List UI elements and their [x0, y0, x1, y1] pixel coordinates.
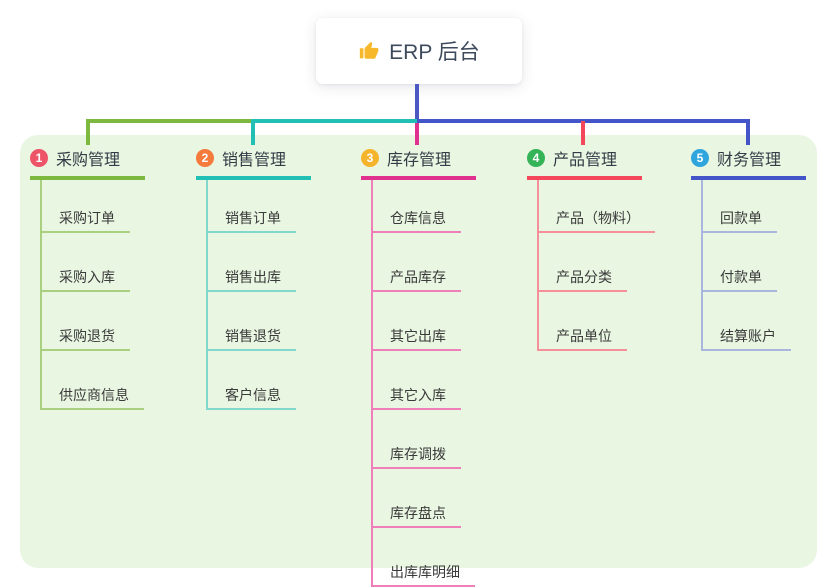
- branch-finance: 5 财务管理 回款单 付款单 结算账户: [691, 146, 806, 351]
- child-node[interactable]: 销售退货: [208, 292, 296, 351]
- child-label: 出库库明细: [390, 564, 460, 580]
- child-node[interactable]: 采购订单: [42, 180, 130, 233]
- child-node[interactable]: 产品（物料）: [539, 180, 655, 233]
- child-node[interactable]: 其它入库: [373, 351, 461, 410]
- branch-product: 4 产品管理 产品（物料） 产品分类 产品单位: [527, 146, 655, 351]
- branch-number-badge: 3: [361, 149, 379, 167]
- child-node[interactable]: 供应商信息: [42, 351, 144, 410]
- branch-number-badge: 2: [196, 149, 214, 167]
- child-label: 其它出库: [390, 328, 446, 344]
- child-label: 产品库存: [390, 269, 446, 285]
- child-node[interactable]: 产品单位: [539, 292, 627, 351]
- child-node[interactable]: 回款单: [703, 180, 777, 233]
- child-label: 付款单: [720, 269, 762, 285]
- child-node[interactable]: 销售出库: [208, 233, 296, 292]
- child-node[interactable]: 出库库明细: [373, 528, 475, 587]
- root-connector-line: [415, 84, 419, 123]
- child-label: 产品单位: [556, 328, 612, 344]
- child-label: 采购退货: [59, 328, 115, 344]
- child-label: 仓库信息: [390, 210, 446, 226]
- drop-line-sales: [251, 119, 255, 145]
- branch-label: 财务管理: [717, 152, 782, 169]
- branch-node-sales[interactable]: 2 销售管理: [196, 146, 311, 180]
- child-node[interactable]: 产品分类: [539, 233, 627, 292]
- child-label: 库存调拨: [390, 446, 446, 462]
- child-node[interactable]: 结算账户: [703, 292, 791, 351]
- child-node[interactable]: 采购退货: [42, 292, 130, 351]
- child-label: 采购入库: [59, 269, 115, 285]
- branch-number-badge: 5: [691, 149, 709, 167]
- branch-children: 产品（物料） 产品分类 产品单位: [537, 180, 655, 351]
- child-node[interactable]: 仓库信息: [373, 180, 461, 233]
- connector-bus-segment-teal: [253, 119, 417, 123]
- thumbs-up-icon: [358, 40, 380, 62]
- child-node[interactable]: 其它出库: [373, 292, 461, 351]
- child-label: 客户信息: [225, 387, 281, 403]
- child-label: 回款单: [720, 210, 762, 226]
- child-label: 产品分类: [556, 269, 612, 285]
- branch-label: 产品管理: [553, 152, 618, 169]
- drop-line-inventory: [415, 123, 419, 145]
- connector-bus-segment-green: [86, 119, 253, 123]
- branch-children: 销售订单 销售出库 销售退货 客户信息: [206, 180, 311, 410]
- child-label: 产品（物料）: [556, 210, 640, 226]
- child-label: 供应商信息: [59, 387, 129, 403]
- root-node-erp[interactable]: ERP 后台: [316, 18, 522, 84]
- child-label: 结算账户: [720, 328, 776, 344]
- branch-label: 采购管理: [56, 152, 121, 169]
- root-node-label: ERP 后台: [389, 41, 480, 64]
- branch-children: 仓库信息 产品库存 其它出库 其它入库 库存调拨 库存盘点 出库库明细: [371, 180, 476, 587]
- branch-sales: 2 销售管理 销售订单 销售出库 销售退货 客户信息: [196, 146, 311, 410]
- child-label: 采购订单: [59, 210, 115, 226]
- branch-inventory: 3 库存管理 仓库信息 产品库存 其它出库 其它入库 库存调拨 库存盘点 出库库…: [361, 146, 476, 587]
- branch-node-finance[interactable]: 5 财务管理: [691, 146, 806, 180]
- child-node[interactable]: 产品库存: [373, 233, 461, 292]
- branch-label: 库存管理: [387, 152, 452, 169]
- drop-line-product: [581, 121, 585, 145]
- child-label: 其它入库: [390, 387, 446, 403]
- branch-children: 回款单 付款单 结算账户: [701, 180, 806, 351]
- branch-label: 销售管理: [222, 152, 287, 169]
- child-label: 库存盘点: [390, 505, 446, 521]
- child-label: 销售退货: [225, 328, 281, 344]
- child-node[interactable]: 销售订单: [208, 180, 296, 233]
- branch-children: 采购订单 采购入库 采购退货 供应商信息: [40, 180, 145, 410]
- branch-node-purchase[interactable]: 1 采购管理: [30, 146, 145, 180]
- child-node[interactable]: 库存盘点: [373, 469, 461, 528]
- child-label: 销售出库: [225, 269, 281, 285]
- branch-number-badge: 1: [30, 149, 48, 167]
- branch-node-product[interactable]: 4 产品管理: [527, 146, 642, 180]
- child-node[interactable]: 客户信息: [208, 351, 296, 410]
- branch-purchase: 1 采购管理 采购订单 采购入库 采购退货 供应商信息: [30, 146, 145, 410]
- mindmap-canvas-panel: [20, 135, 817, 568]
- branch-node-inventory[interactable]: 3 库存管理: [361, 146, 476, 180]
- child-node[interactable]: 采购入库: [42, 233, 130, 292]
- child-label: 销售订单: [225, 210, 281, 226]
- drop-line-purchase: [86, 119, 90, 145]
- child-node[interactable]: 库存调拨: [373, 410, 461, 469]
- child-node[interactable]: 付款单: [703, 233, 777, 292]
- branch-number-badge: 4: [527, 149, 545, 167]
- drop-line-finance: [746, 119, 750, 145]
